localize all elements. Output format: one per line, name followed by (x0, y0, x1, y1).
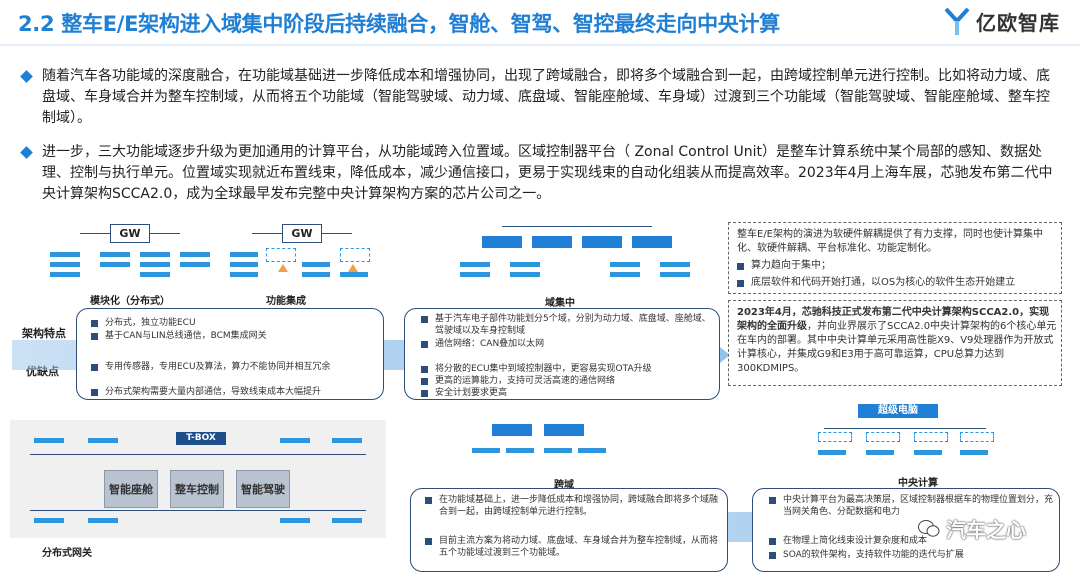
diamond-bullet-icon (20, 146, 33, 159)
scca-news-text: 2023年4月，芯驰科技正式发布第二代中央计算架构SCCA2.0，实现架构的全面… (737, 307, 1057, 374)
stage-label-cross-domain: 跨域 (554, 480, 574, 491)
modular-pro-con-1: 专用传感器，专用ECU及算法，算力不能协同并相互冗余 (91, 361, 365, 373)
domain-vehicle-control: 整车控制 (170, 470, 224, 508)
page-title: 2.2 整车E/E架构进入域集中阶段后持续融合，智舱、智驾、智控最终走向中央计算 (18, 12, 780, 36)
paragraph-1: 随着汽车各功能域的深度融合，在功能域基础进一步降低成本和增强协同，出现了跨域融合… (20, 66, 1062, 129)
trend-summary-box: 整车E/E架构的演进为软硬件解耦提供了有力支撑，同时也使计算集中化、软硬件解耦、… (728, 222, 1062, 294)
stage-modular-diagram: GW GW (40, 218, 400, 298)
cross-domain-point-2: 目前主流方案为将动力域、底盘域、车身域合并为整车控制域，从而将五个功能域过渡到三… (425, 535, 721, 559)
watermark: 汽车之心 (918, 514, 1026, 543)
stage-label-domain: 域集中 (545, 298, 575, 309)
trend-bullet-1: 算力趋向于集中； (737, 259, 1057, 273)
central-point-3: SOA的软件架构，支持软件功能的迭代与扩展 (769, 549, 1053, 561)
central-info-box: 中央计算平台为最高决策层，区域控制器根据车的物理位置划分，充当网关角色、分配数据… (752, 488, 1060, 572)
distributed-gateway-label: 分布式网关 (42, 548, 92, 559)
domain-con-1: 安全计划要求更高 (421, 387, 713, 399)
domain-cockpit: 智能座舱 (104, 470, 158, 508)
wechat-icon (918, 519, 940, 537)
cross-domain-point-1: 在功能域基础上，进一步降低成本和增强协同，跨域融合即将多个域融合到一起，由跨域控… (425, 494, 721, 518)
paragraph-2: 进一步，三大功能域逐步升级为更加通用的计算平台，从功能域跨入位置域。区域控制器平… (20, 142, 1062, 205)
stage-central-diagram (810, 424, 1000, 464)
diamond-bullet-icon (20, 70, 33, 83)
domain-info-box: 基于汽车电子部件功能划分5个域，分别为动力域、底盘域、座舱域、驾驶域以及车身控制… (404, 308, 720, 400)
modular-feature-1: 分布式，独立功能ECU (91, 317, 377, 329)
modular-feature-2: 基于CAN与LIN总线通信，BCM集成网关 (91, 330, 377, 342)
yiou-logo-icon (944, 7, 970, 35)
triangle-up-icon (348, 264, 358, 272)
gw-box-1: GW (110, 224, 150, 243)
central-point-1: 中央计算平台为最高决策层，区域控制器根据车的物理位置划分，充当网关角色、分配数据… (769, 494, 1053, 518)
logo-text: 亿欧智库 (976, 10, 1060, 35)
stage-label-modular: 模块化（分布式） (90, 296, 170, 307)
tbox-panel: T-BOX 智能座舱 整车控制 智能驾驶 分布式网关 (10, 420, 386, 559)
domain-feature-2: 通信网络：CAN叠加以太网 (421, 338, 713, 350)
domain-driving: 智能驾驶 (236, 470, 290, 508)
domain-pro-1: 将分散的ECU集中到域控制器中，更容易实现OTA升级 (421, 363, 713, 375)
modular-info-box: 分布式，独立功能ECU 基于CAN与LIN总线通信，BCM集成网关 专用传感器，… (76, 308, 384, 400)
logo: 亿欧智库 (944, 6, 1060, 36)
central-point-2: 在物理上简化线束设计复杂度和成本 (769, 535, 1053, 547)
domain-feature-1: 基于汽车电子部件功能划分5个域，分别为动力域、底盘域、座舱域、驾驶域以及车身控制… (421, 313, 713, 337)
stage-cross-domain-diagram (470, 420, 620, 460)
stage-domain-diagram (450, 222, 710, 292)
row-label-features: 架构特点 (22, 327, 66, 340)
tbox-label: T-BOX (176, 432, 226, 445)
modular-pro-con-2: 分布式架构需要大量内部通信，导致线束成本大幅提升 (91, 386, 377, 398)
stage-label-integration: 功能集成 (266, 296, 306, 307)
scca-news-box: 2023年4月，芯驰科技正式发布第二代中央计算架构SCCA2.0，实现架构的全面… (728, 300, 1062, 386)
super-computer-box: 超级电脑 (858, 404, 938, 418)
cross-domain-info-box: 在功能域基础上，进一步降低成本和增强协同，跨域融合即将多个域融合到一起，由跨域控… (410, 488, 728, 572)
trend-intro: 整车E/E架构的演进为软硬件解耦提供了有力支撑，同时也使计算集中化、软硬件解耦、… (737, 229, 1044, 254)
domain-pro-2: 更高的运算能力，支持可灵活高速的通信网络 (421, 375, 713, 387)
trend-bullet-2: 底层软件和代码开始打通，以OS为核心的软件生态开始建立 (737, 276, 1057, 290)
gw-box-2: GW (282, 224, 322, 243)
stage-label-central: 中央计算 (898, 478, 938, 489)
title-divider (0, 44, 1080, 46)
triangle-up-icon (278, 264, 288, 272)
